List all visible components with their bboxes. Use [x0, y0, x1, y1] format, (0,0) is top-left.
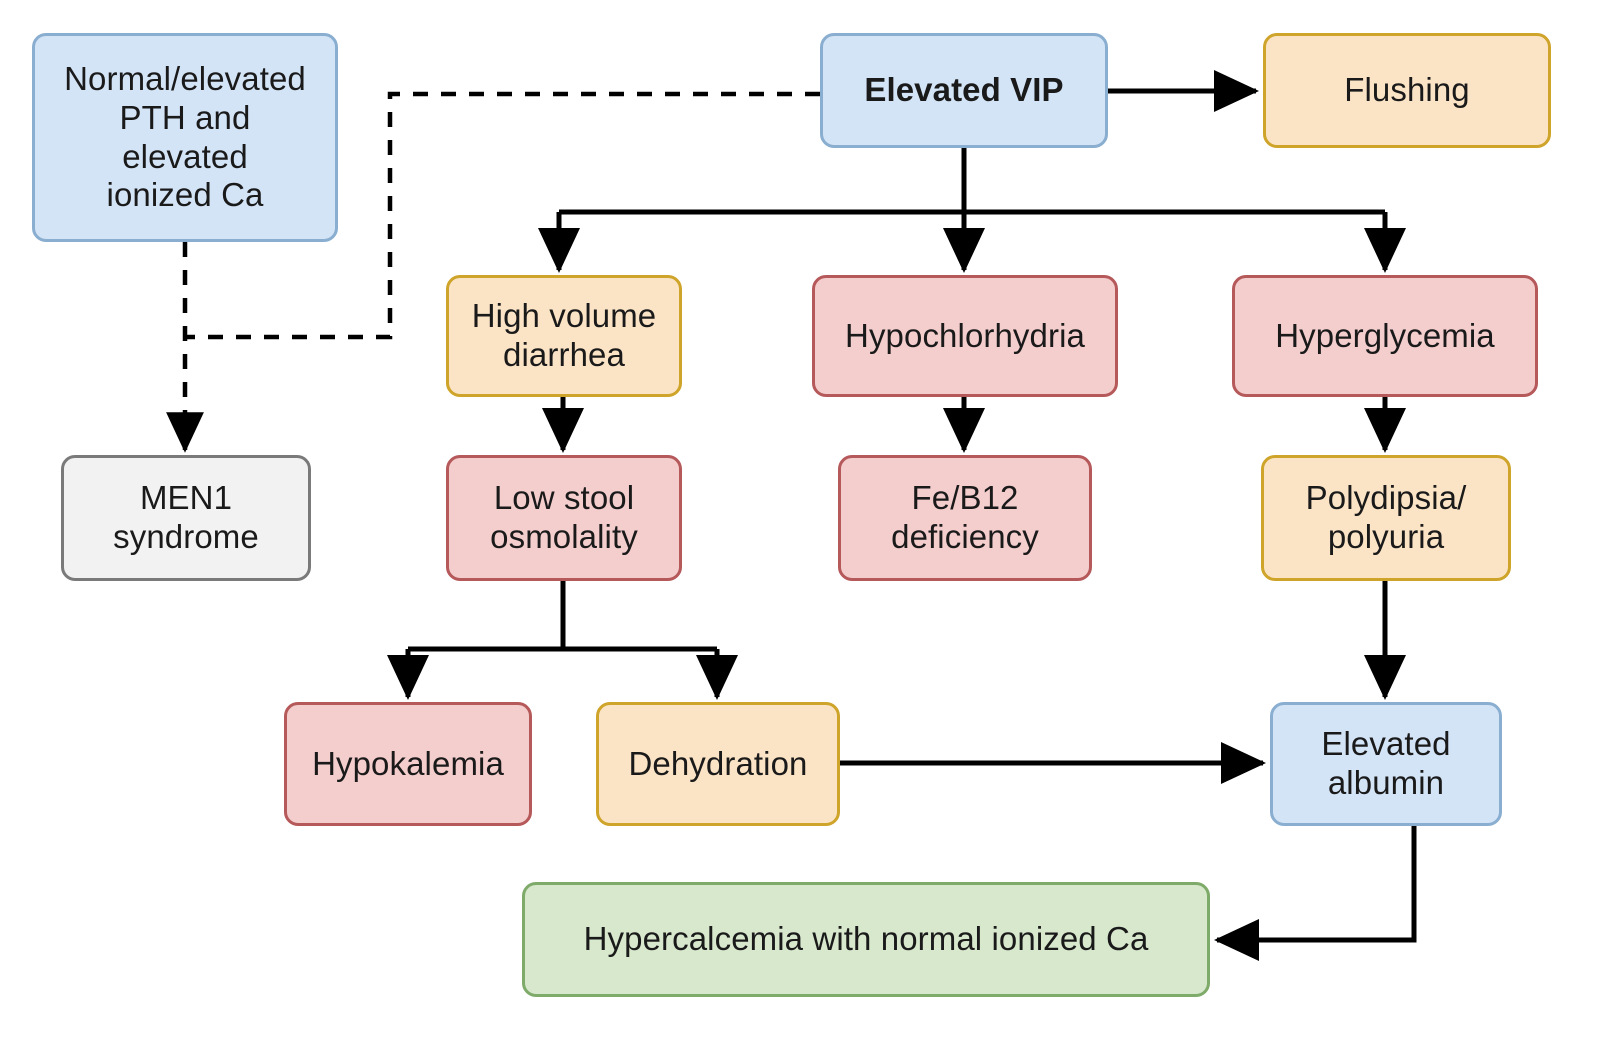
node-low-stool-osmolality[interactable]: Low stool osmolality [446, 455, 682, 581]
node-men1-syndrome[interactable]: MEN1 syndrome [61, 455, 311, 581]
node-fe-b12-deficiency[interactable]: Fe/B12 deficiency [838, 455, 1092, 581]
node-hypokalemia[interactable]: Hypokalemia [284, 702, 532, 826]
node-elevated-albumin[interactable]: Elevated albumin [1270, 702, 1502, 826]
node-high-volume-diarrhea[interactable]: High volume diarrhea [446, 275, 682, 397]
node-hypochlorhydria[interactable]: Hypochlorhydria [812, 275, 1118, 397]
edge-albumin-to-hypercalcemia [1213, 826, 1417, 961]
node-dehydration[interactable]: Dehydration [596, 702, 840, 826]
node-pth-ca[interactable]: Normal/elevated PTH and elevated ionized… [32, 33, 338, 242]
node-hypercalcemia[interactable]: Hypercalcemia with normal ionized Ca [522, 882, 1210, 997]
node-hyperglycemia[interactable]: Hyperglycemia [1232, 275, 1538, 397]
node-polydipsia-polyuria[interactable]: Polydipsia/ polyuria [1261, 455, 1511, 581]
node-flushing[interactable]: Flushing [1263, 33, 1551, 148]
node-elevated-vip[interactable]: Elevated VIP [820, 33, 1108, 148]
